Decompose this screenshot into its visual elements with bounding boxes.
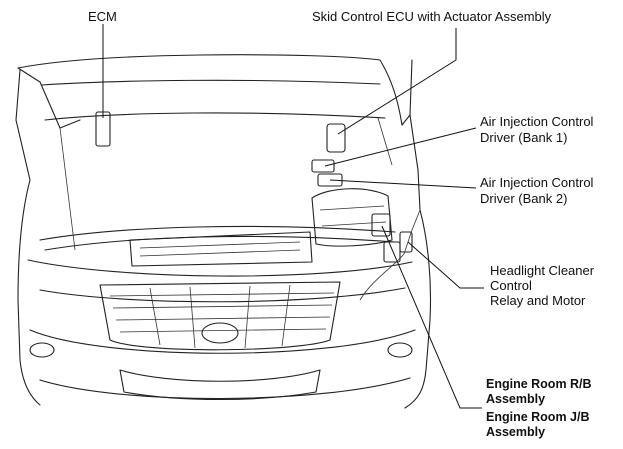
engine-room-rb-label-line1: Engine Room R/B	[486, 377, 592, 391]
skid-control-label: Skid Control ECU with Actuator Assembly	[312, 9, 552, 24]
headlight-cleaner-label-line2: Control	[490, 278, 532, 293]
engine-room-rb-label-line2: Assembly	[486, 392, 546, 406]
engine-room-leader	[381, 225, 482, 409]
hood-outline	[17, 54, 413, 126]
emblem	[201, 322, 239, 344]
radiator-support	[129, 231, 313, 267]
air-injection-driver-bank2	[317, 173, 343, 187]
headlight-cleaner-leader	[407, 241, 484, 289]
grille	[99, 281, 341, 351]
left-fender	[17, 179, 41, 406]
front-bumper	[27, 259, 413, 277]
air-injection-bank2-label-line1: Air Injection Control	[480, 175, 594, 190]
right-fender	[404, 209, 432, 409]
ecm-label: ECM	[88, 9, 117, 24]
headlight-cleaner-relay	[399, 231, 413, 253]
engine-room-jb	[383, 241, 401, 263]
air-injection-bank1-label-line1: Air Injection Control	[480, 114, 594, 129]
engine-room-rb	[371, 213, 391, 237]
air-injection-bank1-leader	[324, 127, 477, 167]
right-fog-lamp	[387, 342, 413, 358]
air-injection-bank1-label-line2: Driver (Bank 1)	[480, 130, 568, 145]
headlight-cleaner-label-line3: Relay and Motor	[490, 293, 586, 308]
skid-control-ecu	[326, 123, 346, 153]
engine-room-jb-label-line1: Engine Room J/B	[486, 410, 590, 424]
engine-room-jb-label-line2: Assembly	[486, 425, 546, 439]
air-injection-bank2-label-line2: Driver (Bank 2)	[480, 191, 568, 206]
air-injection-driver-bank1	[311, 159, 335, 173]
lower-intake	[119, 369, 321, 401]
left-fog-lamp	[29, 342, 55, 358]
air-injection-bank2-leader	[329, 179, 477, 189]
headlight-cleaner-label-line1: Headlight Cleaner	[490, 263, 595, 278]
skid-control-leader	[337, 28, 457, 135]
